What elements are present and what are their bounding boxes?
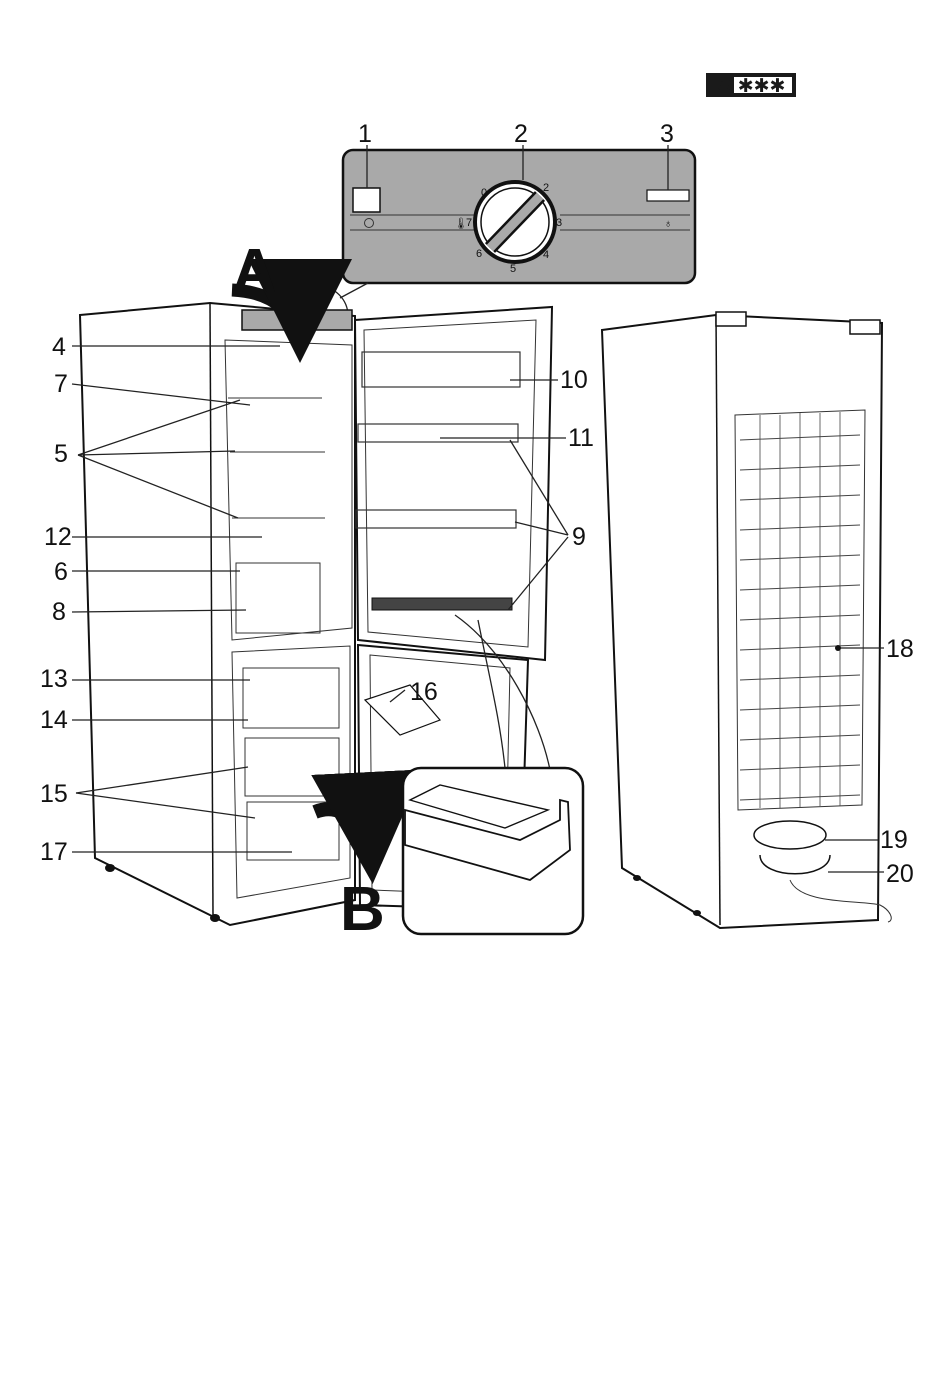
callout-5: 5: [54, 440, 68, 468]
dial-number-2: 2: [543, 182, 549, 194]
callout-9: 9: [572, 523, 586, 551]
drip-tray: [754, 821, 826, 849]
callout-14: 14: [40, 706, 68, 734]
callout-3: 3: [660, 120, 674, 148]
callout-1: 1: [358, 120, 372, 148]
callout-12: 12: [44, 523, 72, 551]
dial-number-0: 0: [481, 187, 487, 199]
dial-number-7: 7: [466, 217, 472, 229]
refrigerator-rear-view: [602, 312, 891, 928]
dial-number-5: 5: [510, 263, 516, 275]
callout-20: 20: [886, 860, 914, 888]
callout-16: 16: [410, 678, 438, 706]
star-rating-badge: ✱ ✱✱✱: [706, 73, 796, 97]
callout-8: 8: [52, 598, 66, 626]
callout-6: 6: [54, 558, 68, 586]
bulb-icon: ♁: [664, 218, 672, 230]
dial-number-4: 4: [543, 249, 549, 261]
callout-15: 15: [40, 780, 68, 808]
callout-17: 17: [40, 838, 68, 866]
star-rating-text: ✱ ✱✱✱: [717, 76, 786, 97]
power-indicator-icon: [353, 188, 380, 212]
dial-number-6: 6: [476, 248, 482, 260]
callout-13: 13: [40, 665, 68, 693]
callout-18: 18: [886, 635, 914, 663]
dial-number-3: 3: [556, 217, 562, 229]
indicator-light-icon: [647, 190, 689, 201]
callout-4: 4: [52, 333, 66, 361]
letter-b: B: [340, 875, 385, 944]
callout-7: 7: [54, 370, 68, 398]
callout-11: 11: [568, 424, 594, 452]
letter-a: A: [232, 237, 277, 306]
control-panel: 🌡 ♁ 0 2 3 4 5 6 7: [343, 145, 695, 283]
callout-19: 19: [880, 826, 908, 854]
callout-2: 2: [514, 120, 528, 148]
callout-10: 10: [560, 366, 588, 394]
